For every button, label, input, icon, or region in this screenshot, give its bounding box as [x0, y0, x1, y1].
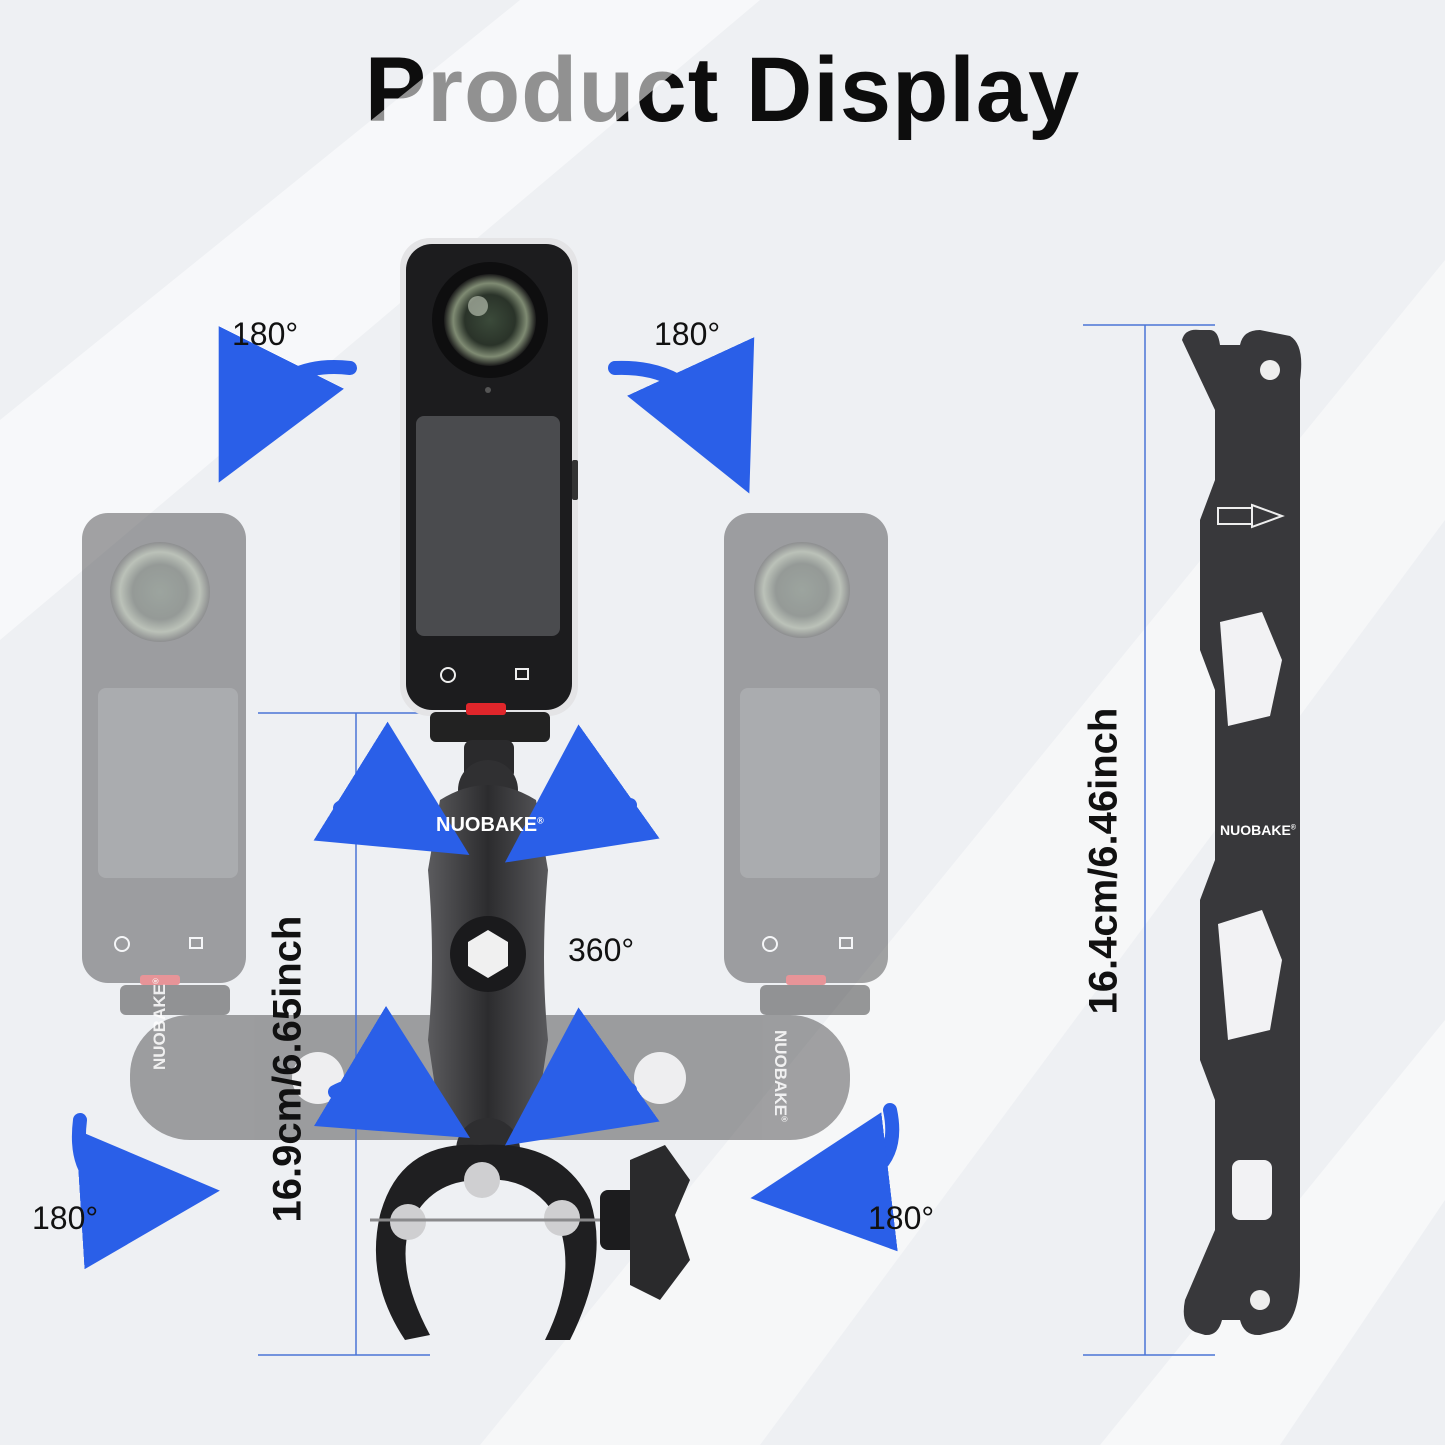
mount-height-label: 16.9cm/6.65inch [265, 915, 310, 1223]
arrow-icon [218, 326, 357, 483]
angle-top-left: 180° [232, 316, 299, 352]
arrow-icon [504, 1007, 660, 1146]
brand-mark-ghost-right: NUOBAKE® [771, 1030, 790, 1122]
angle-bottom-right: 180° [868, 1200, 935, 1236]
angle-center: 360° [568, 932, 635, 968]
arm-length-label: 16.4cm/6.46inch [1081, 707, 1126, 1015]
angle-top-right: 180° [654, 316, 721, 352]
clamp [370, 1144, 690, 1340]
arrow-icon [750, 1103, 900, 1252]
bg-streak [0, 0, 760, 640]
arm-length-dimension [1083, 324, 1215, 1356]
arrow-icon [313, 1005, 471, 1138]
mount-arm [428, 740, 548, 1182]
arrow-icon [608, 337, 755, 494]
brand-mark-arm: NUOBAKE® [1220, 822, 1296, 838]
angle-bottom-left: 180° [32, 1200, 99, 1236]
arrow-icon [313, 721, 470, 855]
rotation-arrows [71, 326, 900, 1270]
arrow-icon [71, 1113, 220, 1270]
brand-mark-main: NUOBAKE® [436, 814, 544, 836]
ghost-camera-left [82, 513, 246, 1015]
aluminum-arm [1182, 329, 1302, 1336]
arrow-icon [504, 724, 660, 863]
brand-mark-ghost-left: NUOBAKE® [150, 978, 169, 1070]
ghost-camera-right [724, 513, 888, 1015]
main-camera [400, 238, 578, 742]
